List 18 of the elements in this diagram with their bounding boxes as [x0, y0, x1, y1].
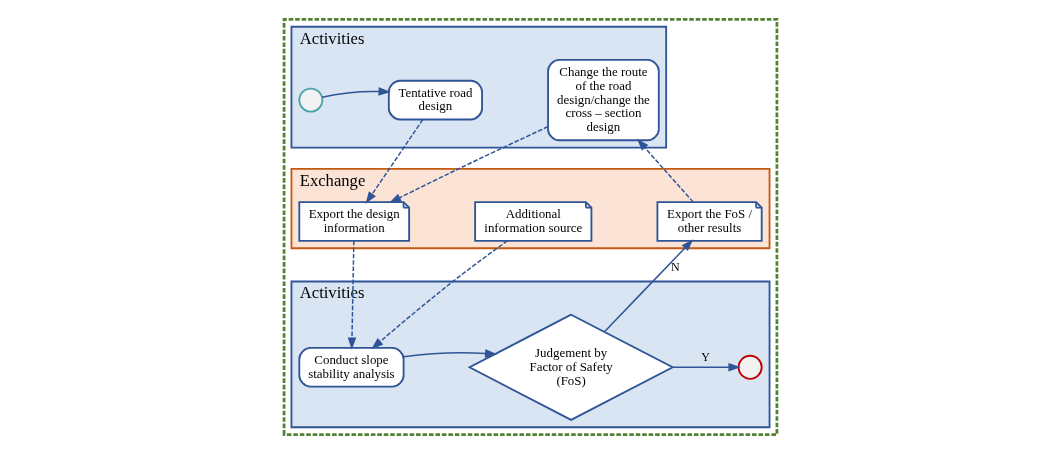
node-circle — [737, 354, 763, 380]
arrow — [365, 118, 423, 204]
arrow — [671, 363, 741, 372]
arrow — [402, 349, 497, 358]
arrow — [636, 138, 694, 203]
arrow — [320, 87, 391, 98]
node-box: Tentative road design — [387, 79, 483, 121]
arrow — [388, 125, 549, 204]
node-box: Conduct slope stability analysis — [297, 347, 405, 388]
arrow — [347, 240, 356, 350]
edge-label: Y — [700, 350, 710, 365]
node-diamond: Judgement by Factor of Safety (FoS) — [467, 313, 675, 421]
node-box: Change the route of the road design/change the cross – section design — [546, 59, 660, 142]
arrow — [370, 240, 508, 350]
node-circle — [297, 87, 323, 113]
edge-label: N — [670, 259, 680, 274]
arrow — [603, 239, 693, 333]
cluster — [282, 17, 778, 437]
